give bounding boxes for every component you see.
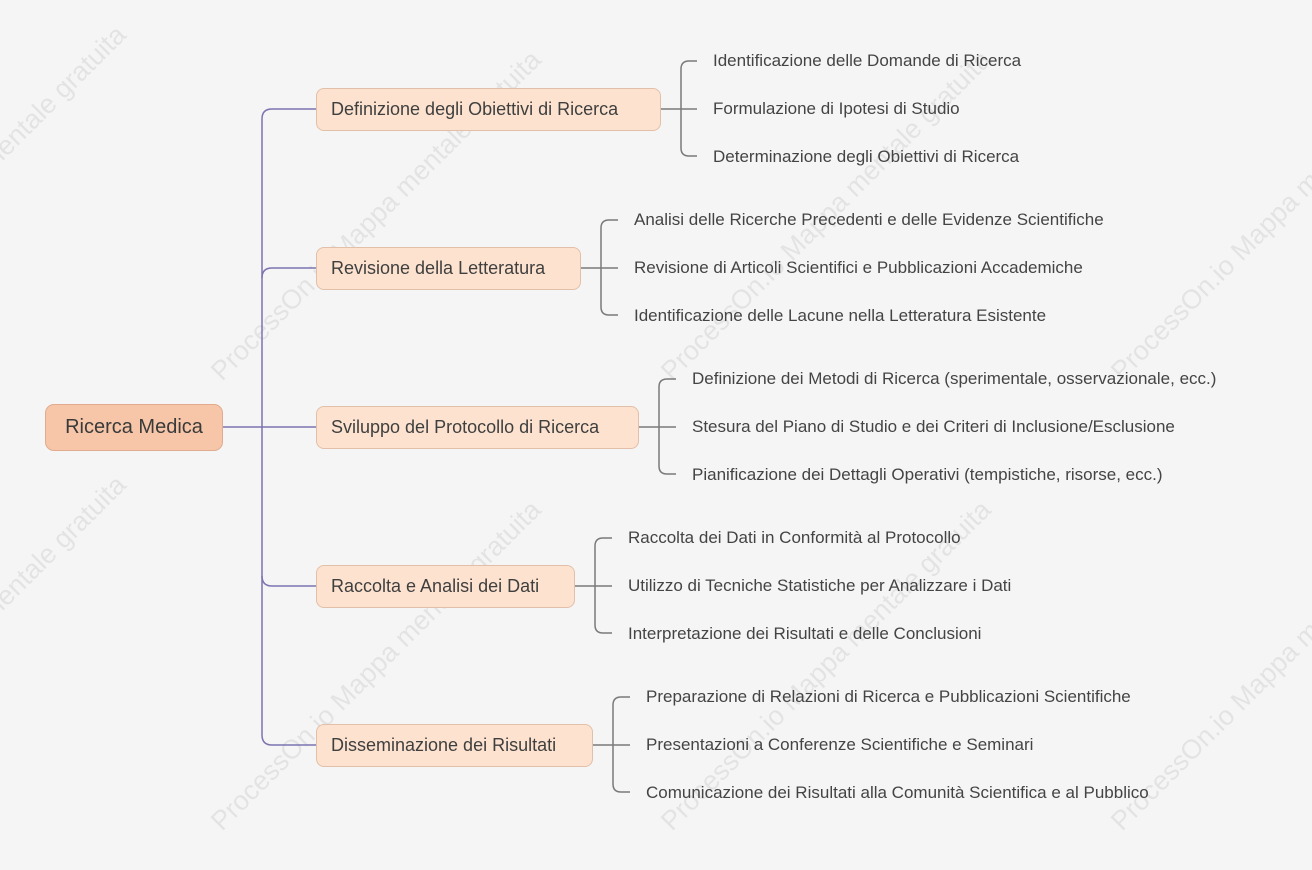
root-node[interactable]: Ricerca Medica <box>45 404 223 451</box>
leaf-node[interactable]: Stesura del Piano di Studio e dei Criter… <box>692 417 1175 436</box>
leaf-node[interactable]: Preparazione di Relazioni di Ricerca e P… <box>646 687 1131 706</box>
leaf-node[interactable]: Pianificazione dei Dettagli Operativi (t… <box>692 465 1163 484</box>
leaf-node[interactable]: Interpretazione dei Risultati e delle Co… <box>628 624 982 643</box>
leaf-node[interactable]: Identificazione delle Domande di Ricerca <box>713 51 1022 70</box>
bracket-branch-3 <box>639 378 676 475</box>
leaf-node[interactable]: Raccolta dei Dati in Conformità al Proto… <box>628 528 961 547</box>
branch-node-objectives[interactable]: Definizione degli Obiettivi di Ricerca <box>316 88 661 131</box>
branch-node-label: Raccolta e Analisi dei Dati <box>331 576 540 596</box>
branch-node-label: Disseminazione dei Risultati <box>331 735 557 755</box>
root-node-label: Ricerca Medica <box>65 416 203 438</box>
leaf-node[interactable]: Definizione dei Metodi di Ricerca (speri… <box>692 369 1217 388</box>
branch-node-dissemination[interactable]: Disseminazione dei Risultati <box>316 724 593 767</box>
leaf-node[interactable]: Formulazione di Ipotesi di Studio <box>713 99 960 118</box>
leaf-node[interactable]: Identificazione delle Lacune nella Lette… <box>634 306 1047 325</box>
branch-node-data-collection[interactable]: Raccolta e Analisi dei Dati <box>316 565 575 608</box>
branch-node-label: Sviluppo del Protocollo di Ricerca <box>331 417 600 437</box>
leaf-node[interactable]: Analisi delle Ricerche Precedenti e dell… <box>634 210 1104 229</box>
leaf-node[interactable]: Comunicazione dei Risultati alla Comunit… <box>646 783 1149 802</box>
branch-node-protocol[interactable]: Sviluppo del Protocollo di Ricerca <box>316 406 639 449</box>
leaf-node[interactable]: Revisione di Articoli Scientifici e Pubb… <box>634 258 1083 277</box>
trunk-to-branch-4 <box>261 575 316 587</box>
leaf-node[interactable]: Presentazioni a Conferenze Scientifiche … <box>646 735 1034 754</box>
trunk-to-branch-2 <box>261 267 316 279</box>
bracket-branch-2 <box>581 219 618 316</box>
branch-node-label: Revisione della Letteratura <box>331 258 546 278</box>
branch-node-label: Definizione degli Obiettivi di Ricerca <box>331 99 619 119</box>
bracket-branch-4 <box>575 537 612 634</box>
bracket-branch-1 <box>661 60 697 157</box>
leaf-node[interactable]: Determinazione degli Obiettivi di Ricerc… <box>713 147 1020 166</box>
bracket-branch-5 <box>593 696 630 793</box>
branch-node-literature[interactable]: Revisione della Letteratura <box>316 247 581 290</box>
leaf-node[interactable]: Utilizzo di Tecniche Statistiche per Ana… <box>628 576 1012 595</box>
